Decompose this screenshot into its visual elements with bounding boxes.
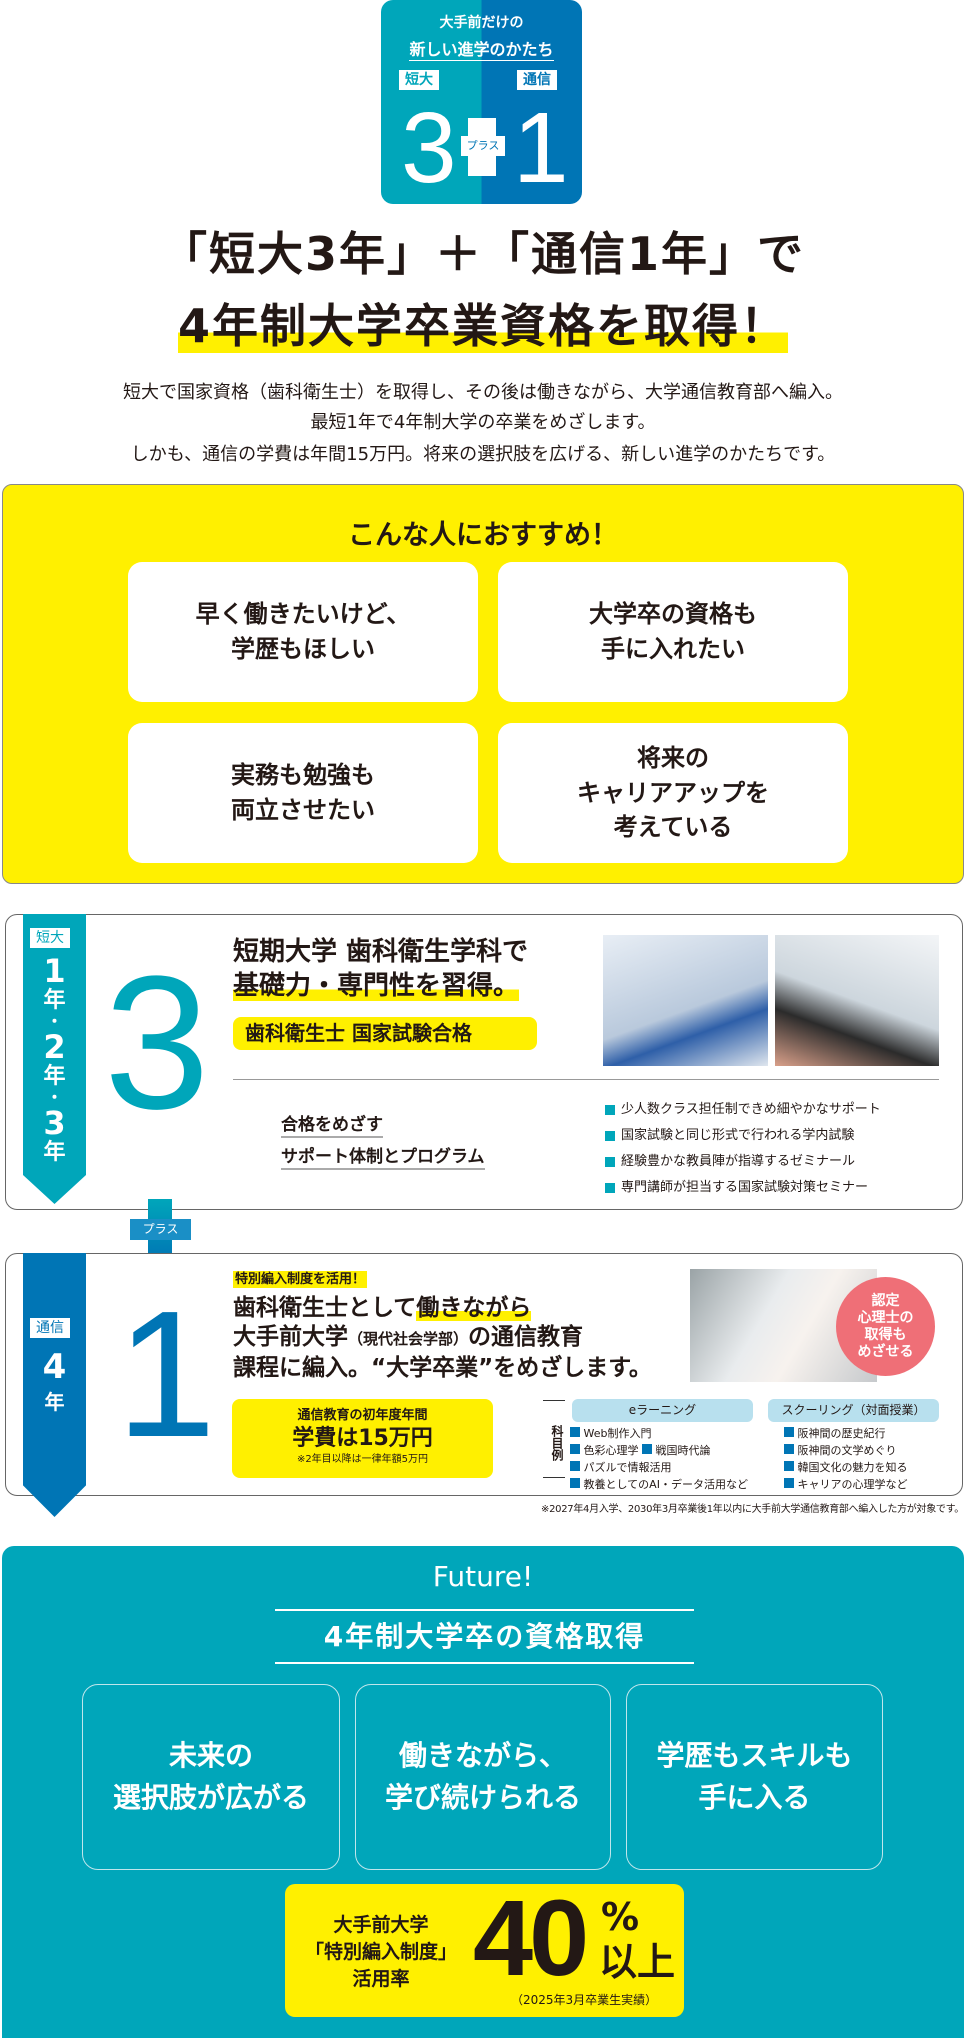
junior-heading-2: 基礎力・専門性を習得。 (233, 971, 520, 1001)
classroom-photo (603, 935, 768, 1066)
recommend-card: 将来のキャリアアップを考えている (498, 723, 848, 863)
subject-item: 教養としてのAI・データ活用など (570, 1476, 748, 1493)
plus-connector-label: プラス (130, 1219, 191, 1240)
junior-badge: 歯科衛生士 国家試験合格 (233, 1017, 537, 1050)
support-bullet: 少人数クラス担任制できめ細やかなサポート (605, 1097, 881, 1123)
junior-big-number: 3 (104, 937, 210, 1149)
tuition-box: 通信教育の初年度年間 学費は15万円 ※2年目以降は一律年額5万円 (232, 1399, 493, 1478)
recommend-card: 大学卒の資格も手に入れたい (498, 562, 848, 702)
headline-line2: 4年制大学卒業資格を取得！ (0, 290, 966, 356)
intro-line: しかも、通信の学費は年間15万円。将来の選択肢を広げる、新しい進学のかたちです。 (130, 444, 836, 465)
schooling-header: スクーリング（対面授業） (768, 1399, 939, 1422)
logo-tag-junior: 短大 (399, 70, 439, 90)
recommend-title: こんな人におすすめ！ (348, 520, 618, 551)
logo-line1: 大手前だけの (439, 15, 524, 31)
transfer-rate-suffix: 以上 (599, 1940, 676, 1984)
support-bullet: 国家試験と同じ形式で行われる学内試験 (605, 1123, 881, 1149)
subject-item: Web制作入門 (570, 1425, 748, 1442)
distance-big-number: 1 (116, 1274, 217, 1475)
future-card: 働きながら、学び続けられる (355, 1684, 611, 1870)
subject-item: 阪神間の文学めぐり (784, 1442, 908, 1459)
support-bullet: 専門講師が担当する国家試験対策セミナー (605, 1175, 881, 1201)
junior-timeline-band (23, 914, 86, 1204)
subject-item: キャリアの心理学など (784, 1476, 908, 1493)
logo-tag-distance: 通信 (517, 70, 557, 90)
headline-line1: 「短大3年」＋「通信1年」で (160, 227, 805, 281)
recommend-section: こんな人におすすめ！ 早く働きたいけど、学歴もほしい 大学卒の資格も手に入れたい… (2, 484, 964, 884)
transfer-rate-unit: % (601, 1895, 640, 1939)
subject-item: パズルで情報活用 (570, 1459, 748, 1476)
distance-tag: 通信 (30, 1318, 70, 1338)
subject-item: 韓国文化の魅力を知る (784, 1459, 908, 1476)
elearning-list: Web制作入門 色彩心理学 戦国時代論 パズルで情報活用 教養としてのAI・デー… (570, 1425, 748, 1493)
logo-divider (409, 60, 554, 61)
support-title-1: 合格をめざす (281, 1114, 383, 1138)
recommend-card: 早く働きたいけど、学歴もほしい (128, 562, 478, 702)
subject-item: 色彩心理学 戦国時代論 (570, 1442, 748, 1459)
junior-tag: 短大 (30, 928, 70, 948)
support-title-2: サポート体制とプログラム (281, 1146, 485, 1170)
elearning-header: eラーニング (572, 1399, 753, 1422)
program-logo: 大手前だけの 新しい進学のかたち 短大 通信 3 1 プラス (381, 0, 582, 204)
future-label: Future! (432, 1560, 534, 1593)
junior-heading-1: 短期大学 歯科衛生学科で (233, 937, 529, 967)
eligibility-footnote: ※2027年4月入学、2030年3月卒業後1年以内に大手前大学通信教育部へ編入し… (541, 1504, 964, 1515)
transfer-rate-label: 大手前大学「特別編入制度」活用率 (304, 1914, 457, 1990)
distance-timeline-band (23, 1253, 86, 1517)
transfer-rate-value: 40 (473, 1877, 589, 1998)
special-transfer-tag: 特別編入制度を活用！ (233, 1271, 368, 1288)
logo-line2: 新しい進学のかたち (409, 40, 554, 59)
support-bullets: 少人数クラス担任制できめ細やかなサポート 国家試験と同じ形式で行われる学内試験 … (605, 1097, 881, 1201)
future-card: 未来の選択肢が広がる (82, 1684, 340, 1870)
recommend-card: 実務も勉強も両立させたい (128, 723, 478, 863)
schooling-list: 阪神間の歴史紀行 阪神間の文学めぐり 韓国文化の魅力を知る キャリアの心理学など (784, 1425, 908, 1493)
distance-years-unit: 年 (44, 1390, 65, 1414)
future-title: 4年制大学卒の資格取得 (275, 1609, 694, 1664)
student-practice-photo (775, 935, 939, 1066)
logo-number-3: 3 (401, 92, 457, 204)
intro-line: 短大で国家資格（歯科衛生士）を取得し、その後は働きながら、大学通信教育部へ編入。 (123, 382, 843, 403)
subjects-label: 科目例 (543, 1400, 565, 1478)
headline-line2-text: 4年制大学卒業資格を取得！ (177, 299, 788, 353)
logo-number-1: 1 (513, 92, 569, 204)
junior-divider (233, 1079, 939, 1080)
future-section: Future! 4年制大学卒の資格取得 未来の選択肢が広がる 働きながら、学び続… (2, 1546, 964, 2038)
future-card: 学歴もスキルも手に入る (626, 1684, 883, 1870)
intro-line: 最短1年で4年制大学の卒業をめざします。 (310, 412, 656, 433)
certified-psychologist-badge: 認定心理士の取得もめざせる (836, 1277, 935, 1376)
subject-item: 阪神間の歴史紀行 (784, 1425, 908, 1442)
transfer-rate-box: 大手前大学「特別編入制度」活用率 40 % 以上 （2025年3月卒業生実績） (285, 1884, 684, 2017)
distance-years-number: 4 (42, 1347, 67, 1387)
logo-plus-label: プラス (461, 136, 505, 156)
support-bullet: 経験豊かな教員陣が指導するゼミナール (605, 1149, 881, 1175)
distance-heading: 歯科衛生士として働きながら 大手前大学（現代社会学部）の通信教育 課程に編入。“… (233, 1295, 652, 1381)
transfer-rate-note: （2025年3月卒業生実績） (511, 1993, 658, 2007)
